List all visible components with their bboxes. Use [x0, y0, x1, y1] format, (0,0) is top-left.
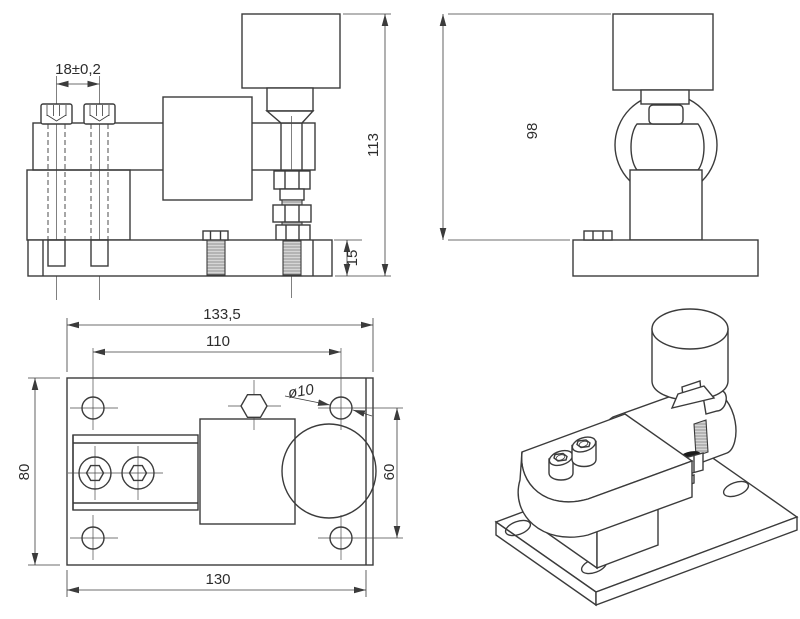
isometric-view [494, 308, 799, 607]
hex-bolt-head [202, 230, 229, 241]
leader-line [284, 395, 331, 406]
support-column [629, 169, 703, 241]
iso-hole [504, 519, 532, 537]
iso-plate-front [595, 515, 798, 607]
dim-label-plate-width: 80 [16, 464, 33, 481]
screw-tip [90, 239, 109, 267]
dim-label-hole-spacing-length: 110 [206, 333, 230, 350]
leader-line [352, 409, 373, 417]
load-button [648, 104, 684, 125]
mount-taper [265, 110, 315, 124]
load-cell-body [162, 96, 253, 201]
load-cell-body [199, 418, 296, 525]
nut-collar [279, 188, 305, 201]
dim-label-overall-length: 133,5 [203, 306, 241, 323]
load-cell-barrel [630, 123, 705, 171]
hex-nut [583, 230, 613, 241]
iso-socket-screw [548, 449, 574, 481]
hex-nut [272, 204, 312, 223]
clamp-block [26, 169, 131, 241]
base-plate [27, 239, 333, 277]
dim-label-hole-diameter: ø10 [287, 381, 316, 402]
top-view: 133,5 110 80 60 130 ø10 [16, 306, 403, 597]
dim-label-screw-spacing: 18±0,2 [55, 61, 101, 78]
hex-nut [275, 224, 311, 241]
iso-rubber-mount-top [651, 308, 729, 350]
dim-label-plate-thickness: 15 [344, 250, 361, 267]
socket-screw-head [83, 103, 116, 125]
screw-tip [47, 239, 66, 267]
side-view: 98 [439, 13, 759, 277]
dim-label-overall-height: 113 [365, 133, 382, 157]
socket-screw-head [40, 103, 73, 125]
base-plate [572, 239, 759, 277]
dim-label-side-height: 98 [524, 123, 541, 140]
hex-bolt-plan [228, 380, 281, 430]
iso-mount-flare [670, 385, 716, 410]
clamp-block [72, 434, 199, 511]
iso-hole [722, 480, 750, 498]
iso-threaded-stud [693, 419, 709, 457]
front-view: 18±0,2 113 15 [26, 13, 391, 300]
hex-bolt-thread [206, 239, 226, 276]
base-plate-outline [66, 377, 374, 566]
dim-label-hole-spacing-width: 60 [381, 464, 398, 481]
rubber-mount [612, 13, 714, 91]
rubber-mount [241, 13, 341, 89]
mount-neck [640, 89, 690, 105]
iso-socket-screw [571, 436, 597, 468]
mounting-holes [70, 348, 403, 560]
threaded-rod [281, 199, 303, 206]
socket-screw-plan [68, 446, 163, 500]
piston-circle [281, 423, 377, 519]
iso-clamp-block-side [517, 451, 693, 538]
dim-label-base-length: 130 [205, 571, 230, 588]
mount-neck [266, 87, 314, 112]
hex-nut [273, 170, 311, 190]
